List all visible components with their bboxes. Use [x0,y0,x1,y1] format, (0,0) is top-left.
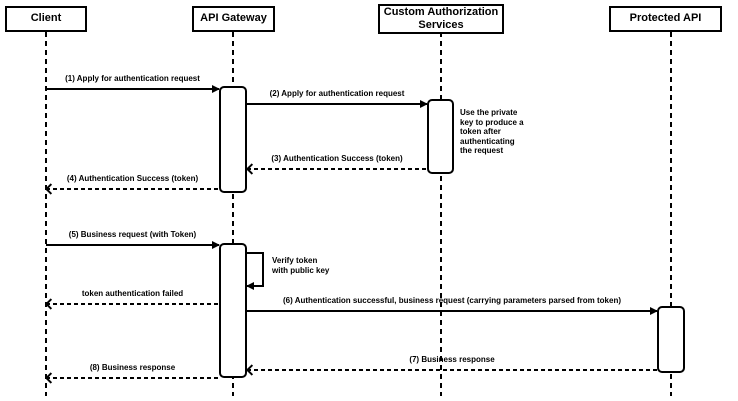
message-line [247,310,657,312]
message-5-client-to-api-gateway: (5) Business request (with Token) [46,230,220,249]
activation-bar-protected-api [657,306,685,373]
message-line [46,377,219,379]
message-line [247,369,657,371]
lifeline-protected-api [670,32,672,396]
activation-bar-custom-auth [427,99,454,174]
message-1-client-to-api-gateway: (1) Apply for authentication request [46,74,220,93]
arrowhead-icon [212,241,220,249]
message-label: (5) Business request (with Token) [68,230,197,239]
lifeline-custom-auth [440,32,442,396]
message-label: (2) Apply for authentication request [269,89,405,98]
message-label: (8) Business response [89,363,176,372]
message-2-api-gateway-to-custom-auth: (2) Apply for authentication request [247,89,428,108]
message-label: (7) Business response [409,355,495,364]
message-6-api-gateway-to-client: token authentication failed [45,289,219,310]
message-line [46,188,219,190]
arrowhead-icon [246,163,258,175]
message-9-api-gateway-to-client: (8) Business response [45,363,219,384]
activation-bar-api-gateway [219,86,247,193]
participant-label: Client [30,12,62,25]
message-3-custom-auth-to-api-gateway: (3) Authentication Success (token) [246,154,427,175]
message-label: token authentication failed [81,289,184,298]
self-message-top-line [247,252,264,254]
participant-box-api-gateway: API Gateway [192,6,275,32]
participant-label: Protected API [629,12,702,25]
message-label: (1) Apply for authentication request [65,74,200,83]
message-label: (6) Authentication successful, business … [282,296,622,305]
message-line [46,303,219,305]
arrowhead-icon [212,85,220,93]
participant-box-protected-api: Protected API [609,6,722,32]
message-8-protected-api-to-api-gateway: (7) Business response [246,355,657,376]
message-7-api-gateway-to-protected-api: (6) Authentication successful, business … [247,296,658,315]
self-message-arrowhead-icon [246,282,254,290]
message-label: (3) Authentication Success (token) [271,154,403,163]
lifeline-client [45,32,47,396]
lifeline-api-gateway [232,32,234,396]
participant-label: Services [418,19,464,31]
participant-box-client: Client [5,6,87,32]
message-4-api-gateway-to-client: (4) Authentication Success (token) [45,174,219,195]
arrowhead-icon [246,364,258,376]
arrowhead-icon [650,307,658,315]
participant-label: Custom Authorization [383,5,499,18]
self-message-label: Verify token with public key [272,256,330,275]
arrowhead-icon [420,100,428,108]
self-message-bottom-line [247,285,264,287]
activation-bar-api-gateway [219,243,247,378]
participant-label: API Gateway [200,12,267,25]
message-line [247,103,427,105]
message-line [247,168,427,170]
message-line [46,88,219,90]
message-line [46,244,219,246]
self-message-right-line [262,252,264,287]
note-text-1: Use the private key to produce a token a… [460,108,524,155]
message-label: (4) Authentication Success (token) [66,174,199,183]
